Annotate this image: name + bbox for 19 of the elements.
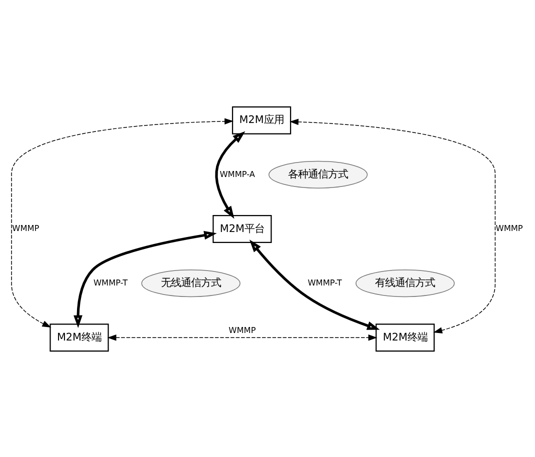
edge-label: WMMP (12, 222, 40, 233)
node-ellipse: 各种通信方式 (268, 160, 368, 188)
edge-label: WMMP (496, 222, 523, 233)
edge-label: WMMP (228, 324, 256, 335)
arrow (107, 334, 378, 340)
node-box: M2M应用 (232, 106, 292, 134)
arrow (74, 230, 217, 328)
node-box: M2M终端 (376, 323, 435, 352)
arrow (215, 130, 246, 218)
edge-label: WMMP-A (220, 168, 256, 178)
node-box: M2M终端 (50, 323, 109, 352)
edge-label: WMMP-T (93, 276, 128, 287)
arrow (11, 118, 234, 328)
arrow (290, 118, 496, 333)
node-box: M2M平台 (212, 214, 272, 242)
arrow (249, 239, 380, 330)
node-ellipse: 有线通信方式 (356, 269, 455, 297)
node-ellipse: 无线通信方式 (141, 269, 240, 297)
edge-label: WMMP-T (308, 276, 342, 287)
